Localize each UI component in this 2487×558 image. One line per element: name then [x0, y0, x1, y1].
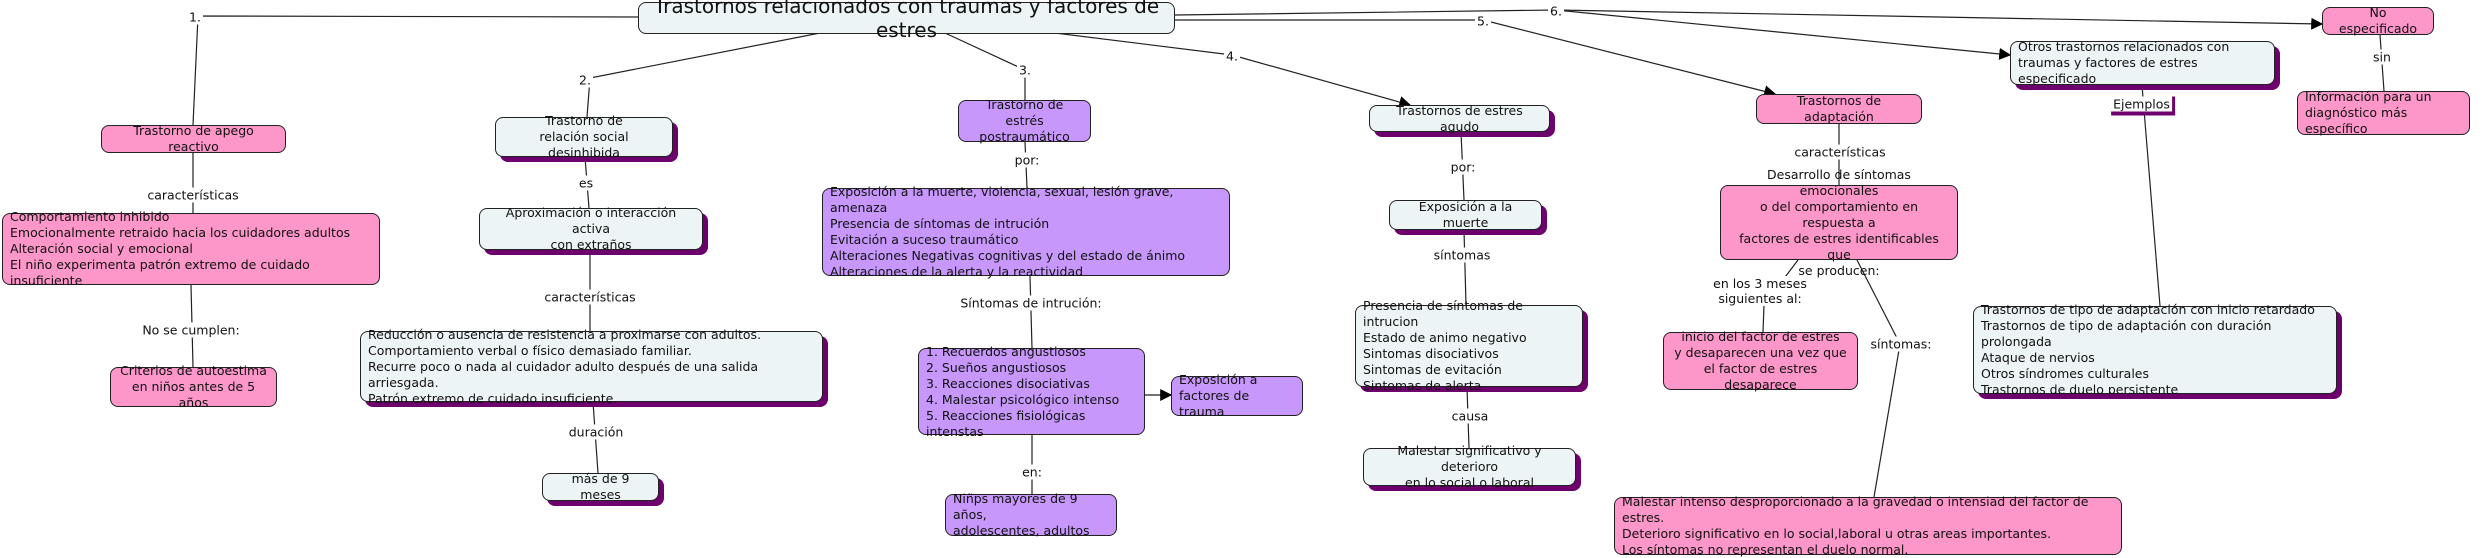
link-label-4[interactable]: 4.: [1224, 48, 1240, 64]
link-label-duracion[interactable]: duración: [566, 424, 626, 440]
node-desarrollo[interactable]: Desarrollo de síntomas emocionales o del…: [1720, 167, 1958, 278]
node-criterios[interactable]: Criterios de autoestima en niños antes d…: [110, 363, 277, 410]
node-inicio[interactable]: inicio del factor de estres y desaparece…: [1663, 329, 1858, 392]
node-aproximacion[interactable]: Aproximación o interacción activa con ex…: [479, 205, 703, 252]
link-label-en[interactable]: en:: [1020, 464, 1044, 480]
node-apego-reactivo[interactable]: Trastorno de apego reactivo: [101, 123, 286, 154]
link-label-3[interactable]: 3.: [1017, 62, 1033, 78]
link-label-2[interactable]: 2.: [577, 72, 593, 88]
link-label-1[interactable]: 1.: [187, 9, 203, 25]
node-intrusion-list[interactable]: 1. Recuerdos angustiosos 2. Sueños angus…: [918, 344, 1145, 439]
link-label-sin[interactable]: sin: [2371, 49, 2393, 65]
link-label-causa[interactable]: causa: [1449, 408, 1491, 424]
node-tipos[interactable]: Trastornos de tipo de adaptación con ini…: [1973, 302, 2337, 397]
node-malestar-significativo[interactable]: Malestar significativo y deterioro en lo…: [1363, 443, 1576, 490]
link-label-sintomas[interactable]: síntomas:: [1868, 336, 1934, 352]
link-label-tres-meses[interactable]: en los 3 meses siguientes al:: [1711, 276, 1809, 306]
link-label-ejemplos[interactable]: Ejemplos: [2111, 96, 2175, 116]
link-label-por[interactable]: por:: [1012, 152, 1042, 168]
link-label-caracteristicas[interactable]: características: [542, 289, 638, 305]
node-presencia[interactable]: Presencia de síntomas de intrucion Estad…: [1355, 298, 1583, 393]
node-adaptacion[interactable]: Trastornos de adaptación: [1756, 93, 1922, 124]
link-label-sintomas[interactable]: síntomas: [1431, 247, 1493, 263]
node-informacion[interactable]: Información para un diagnóstico más espe…: [2297, 89, 2470, 136]
node-exposicion-muerte[interactable]: Exposición a la muerte: [1389, 199, 1542, 230]
node-tept[interactable]: Trastorno de estrés postraumático: [958, 97, 1091, 144]
node-estres-agudo[interactable]: Trastornos de estres agudo: [1369, 103, 1550, 134]
node-exposicion[interactable]: Exposición a la muerte, violencia, sexua…: [822, 184, 1230, 279]
link-label-6[interactable]: 6.: [1548, 3, 1564, 19]
link-label-5[interactable]: 5.: [1475, 13, 1491, 29]
link-label-no-se-cumplen[interactable]: No se cumplen:: [140, 322, 242, 338]
link-label-es[interactable]: es: [576, 175, 596, 191]
node-nueve-meses[interactable]: más de 9 meses: [542, 471, 659, 502]
link-label-caracteristicas[interactable]: características: [1792, 144, 1888, 160]
node-otros[interactable]: Otros trastornos relacionados con trauma…: [2010, 39, 2275, 86]
node-reduccion[interactable]: Reducción o ausencia de resistencia a pr…: [360, 327, 823, 406]
link-label-sintomas-intrusion[interactable]: Síntomas de intrución:: [958, 295, 1104, 311]
node-ninos[interactable]: Niñps mayores de 9 años, adolescentes, a…: [945, 491, 1117, 538]
node-apego-caracteristicas[interactable]: Comportamiento inhibido Emocionalmente r…: [2, 209, 380, 288]
node-no-especificado[interactable]: No especificado: [2322, 5, 2434, 36]
root-concept-title[interactable]: Trastornos relacionados con traumas y fa…: [638, 0, 1175, 42]
node-malestar-intenso[interactable]: Malestar intenso desproporcionado a la g…: [1614, 494, 2122, 557]
node-relacion-social[interactable]: Trastorno de relación social desinhibida: [495, 113, 673, 160]
node-factores-trauma[interactable]: Exposición a factores de trauma: [1171, 372, 1303, 419]
link-label-caracteristicas[interactable]: características: [145, 187, 241, 203]
link-label-por[interactable]: por:: [1448, 159, 1478, 175]
